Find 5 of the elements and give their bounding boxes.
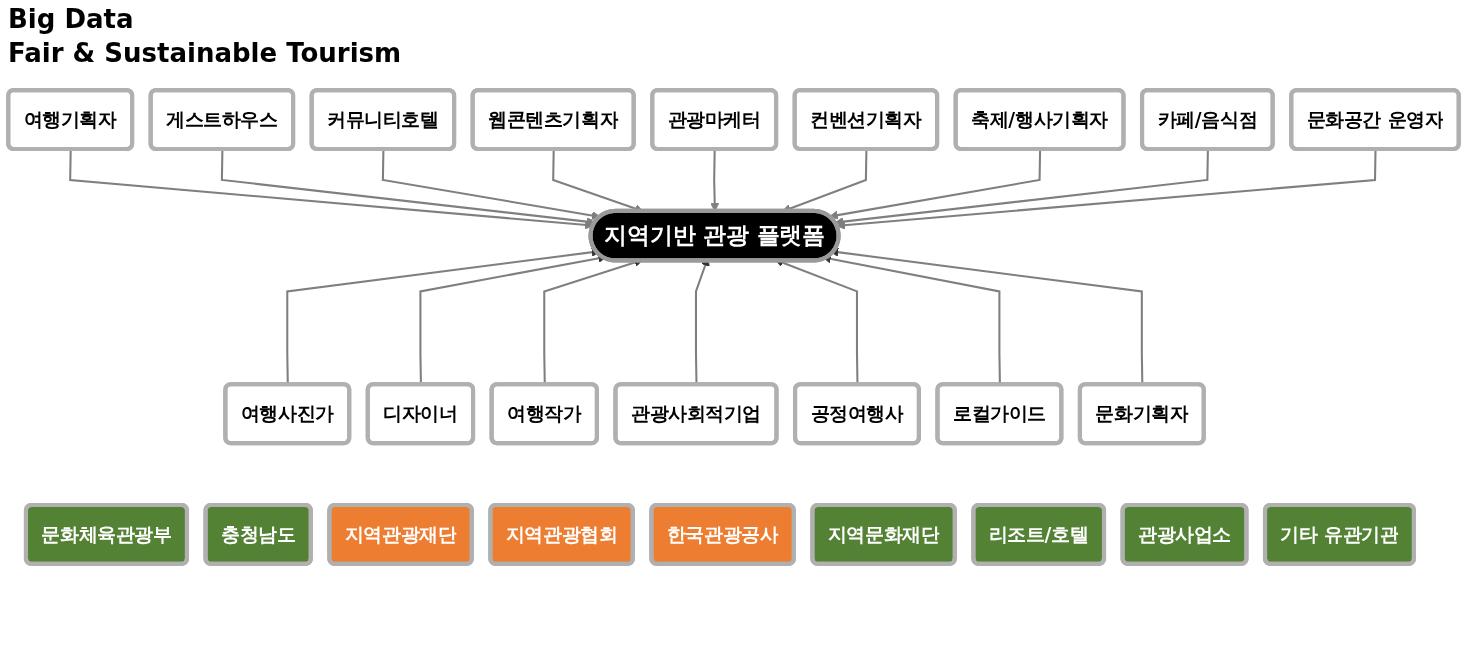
annotation-text: Big Data (8, 4, 135, 34)
arrow (69, 149, 594, 230)
arrow (829, 149, 1042, 220)
annotation-text: Fair & Sustainable Tourism (8, 38, 402, 68)
arrow (836, 149, 1377, 230)
